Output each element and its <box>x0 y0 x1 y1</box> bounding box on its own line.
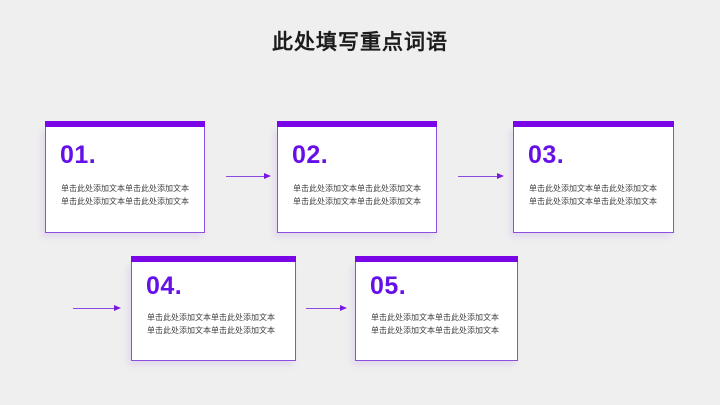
arrow-shaft <box>306 308 341 309</box>
step-card-02[interactable]: 02. 单击此处添加文本单击此处添加文本单击此处添加文本单击此处添加文本 <box>277 121 437 233</box>
arrow-card1-to-card2-icon <box>226 172 271 181</box>
card-number-label: 05. <box>370 272 407 300</box>
step-card-05[interactable]: 05. 单击此处添加文本单击此处添加文本单击此处添加文本单击此处添加文本 <box>355 256 518 361</box>
card-body-text: 单击此处添加文本单击此处添加文本单击此处添加文本单击此处添加文本 <box>371 313 499 335</box>
arrow-head <box>264 173 271 179</box>
arrow-shaft <box>226 176 265 177</box>
arrow-head <box>340 305 347 311</box>
arrow-card2-to-card3-icon <box>458 172 504 181</box>
card-accent-bar <box>513 121 674 127</box>
card-accent-bar <box>131 256 296 262</box>
step-card-03[interactable]: 03. 单击此处添加文本单击此处添加文本单击此处添加文本单击此处添加文本 <box>513 121 674 233</box>
card-number-label: 02. <box>292 141 329 169</box>
card-accent-bar <box>277 121 437 127</box>
arrow-head <box>497 173 504 179</box>
card-number-label: 03. <box>528 141 565 169</box>
card-body-text: 单击此处添加文本单击此处添加文本单击此处添加文本单击此处添加文本 <box>61 184 189 206</box>
card-body-text: 单击此处添加文本单击此处添加文本单击此处添加文本单击此处添加文本 <box>147 313 275 335</box>
step-card-01[interactable]: 01. 单击此处添加文本单击此处添加文本单击此处添加文本单击此处添加文本 <box>45 121 205 233</box>
arrow-head <box>114 305 121 311</box>
card-number-label: 01. <box>60 141 97 169</box>
page-title: 此处填写重点词语 <box>272 31 448 54</box>
arrow-card4-to-card5-icon <box>306 304 347 313</box>
arrow-to-card4-icon <box>73 304 121 313</box>
card-body-text: 单击此处添加文本单击此处添加文本单击此处添加文本单击此处添加文本 <box>529 184 657 206</box>
arrow-shaft <box>73 308 115 309</box>
arrow-shaft <box>458 176 498 177</box>
card-accent-bar <box>45 121 205 127</box>
card-number-label: 04. <box>146 272 183 300</box>
card-accent-bar <box>355 256 518 262</box>
step-card-04[interactable]: 04. 单击此处添加文本单击此处添加文本单击此处添加文本单击此处添加文本 <box>131 256 296 361</box>
card-body-text: 单击此处添加文本单击此处添加文本单击此处添加文本单击此处添加文本 <box>293 184 421 206</box>
